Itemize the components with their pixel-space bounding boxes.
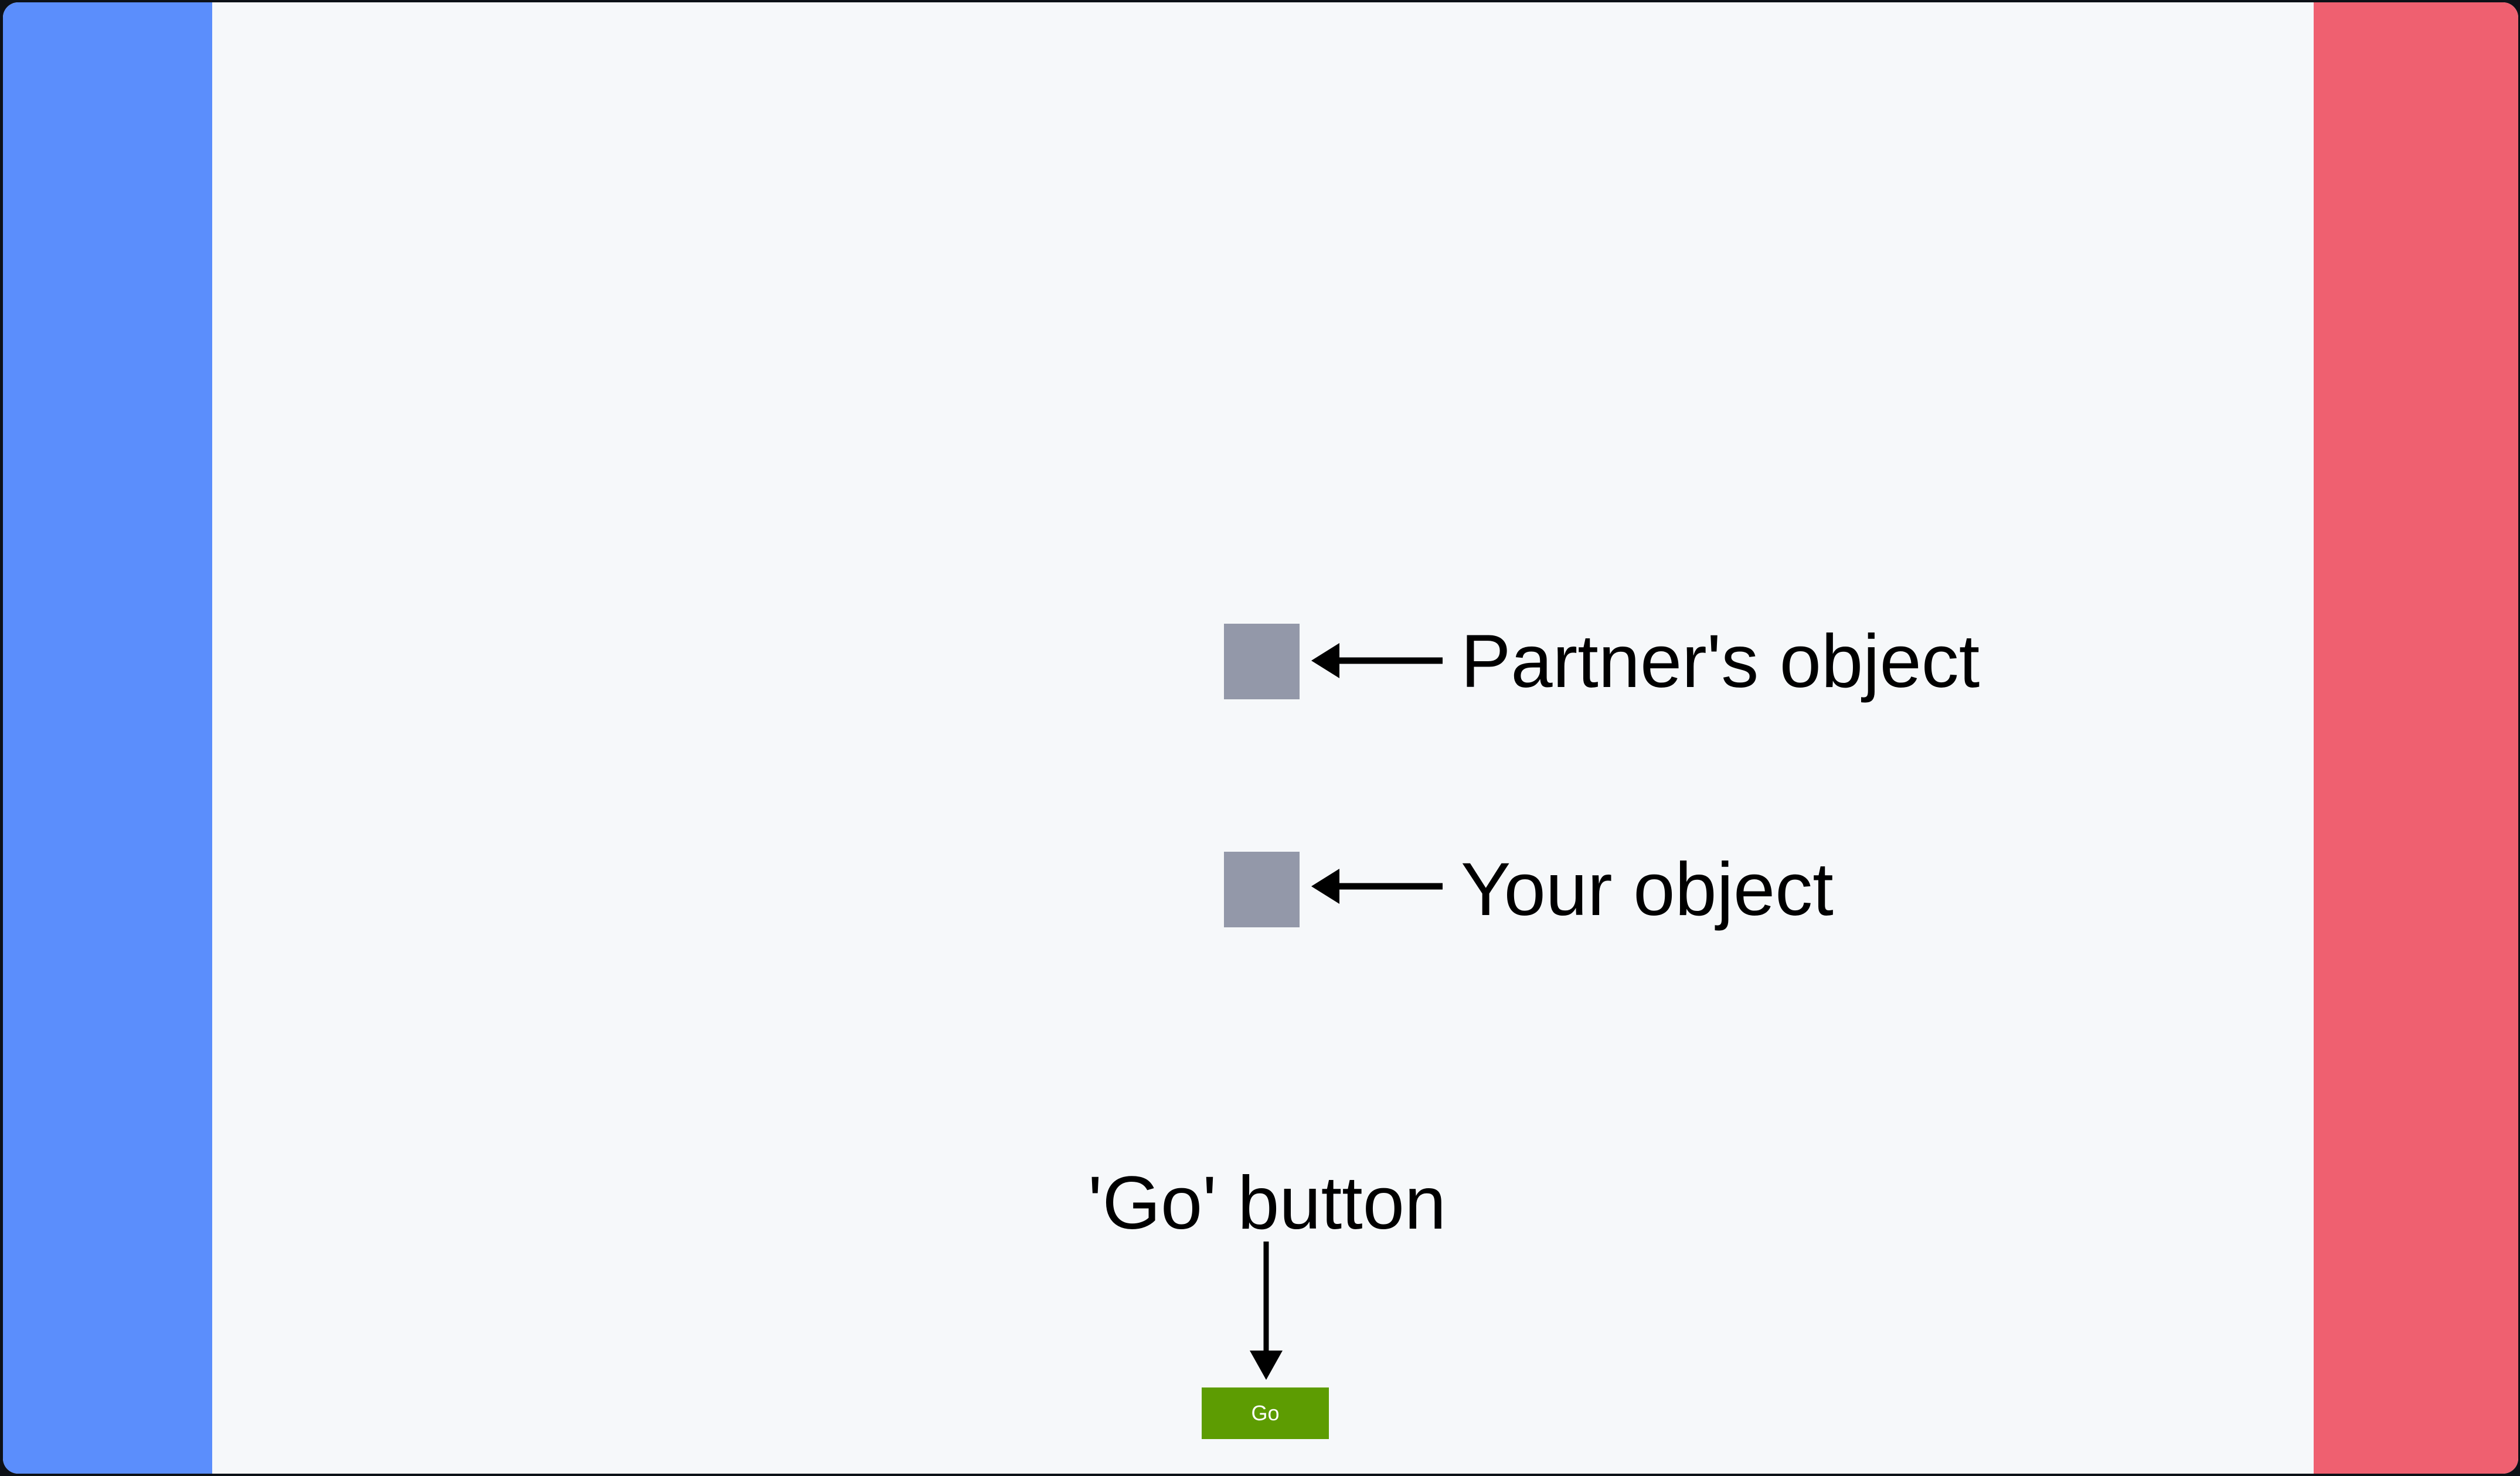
left-arrow-icon-partner-object bbox=[1311, 643, 1443, 678]
player-object[interactable] bbox=[1224, 852, 1300, 927]
player-zone-bar bbox=[2314, 2, 2518, 1474]
annotation-label-player-object: Your object bbox=[1461, 848, 1834, 931]
annotation-label-partner-object: Partner's object bbox=[1461, 620, 1980, 703]
partner-zone-bar bbox=[3, 2, 212, 1474]
down-arrow-icon-go-button bbox=[1250, 1242, 1283, 1380]
partner-object[interactable] bbox=[1224, 624, 1300, 699]
game-canvas: Partner's object Your object 'Go' button… bbox=[3, 2, 2518, 1474]
annotation-label-go-button: 'Go' button bbox=[1088, 1161, 1447, 1245]
go-button[interactable]: Go bbox=[1202, 1387, 1329, 1439]
left-arrow-icon-player-object bbox=[1311, 869, 1443, 904]
